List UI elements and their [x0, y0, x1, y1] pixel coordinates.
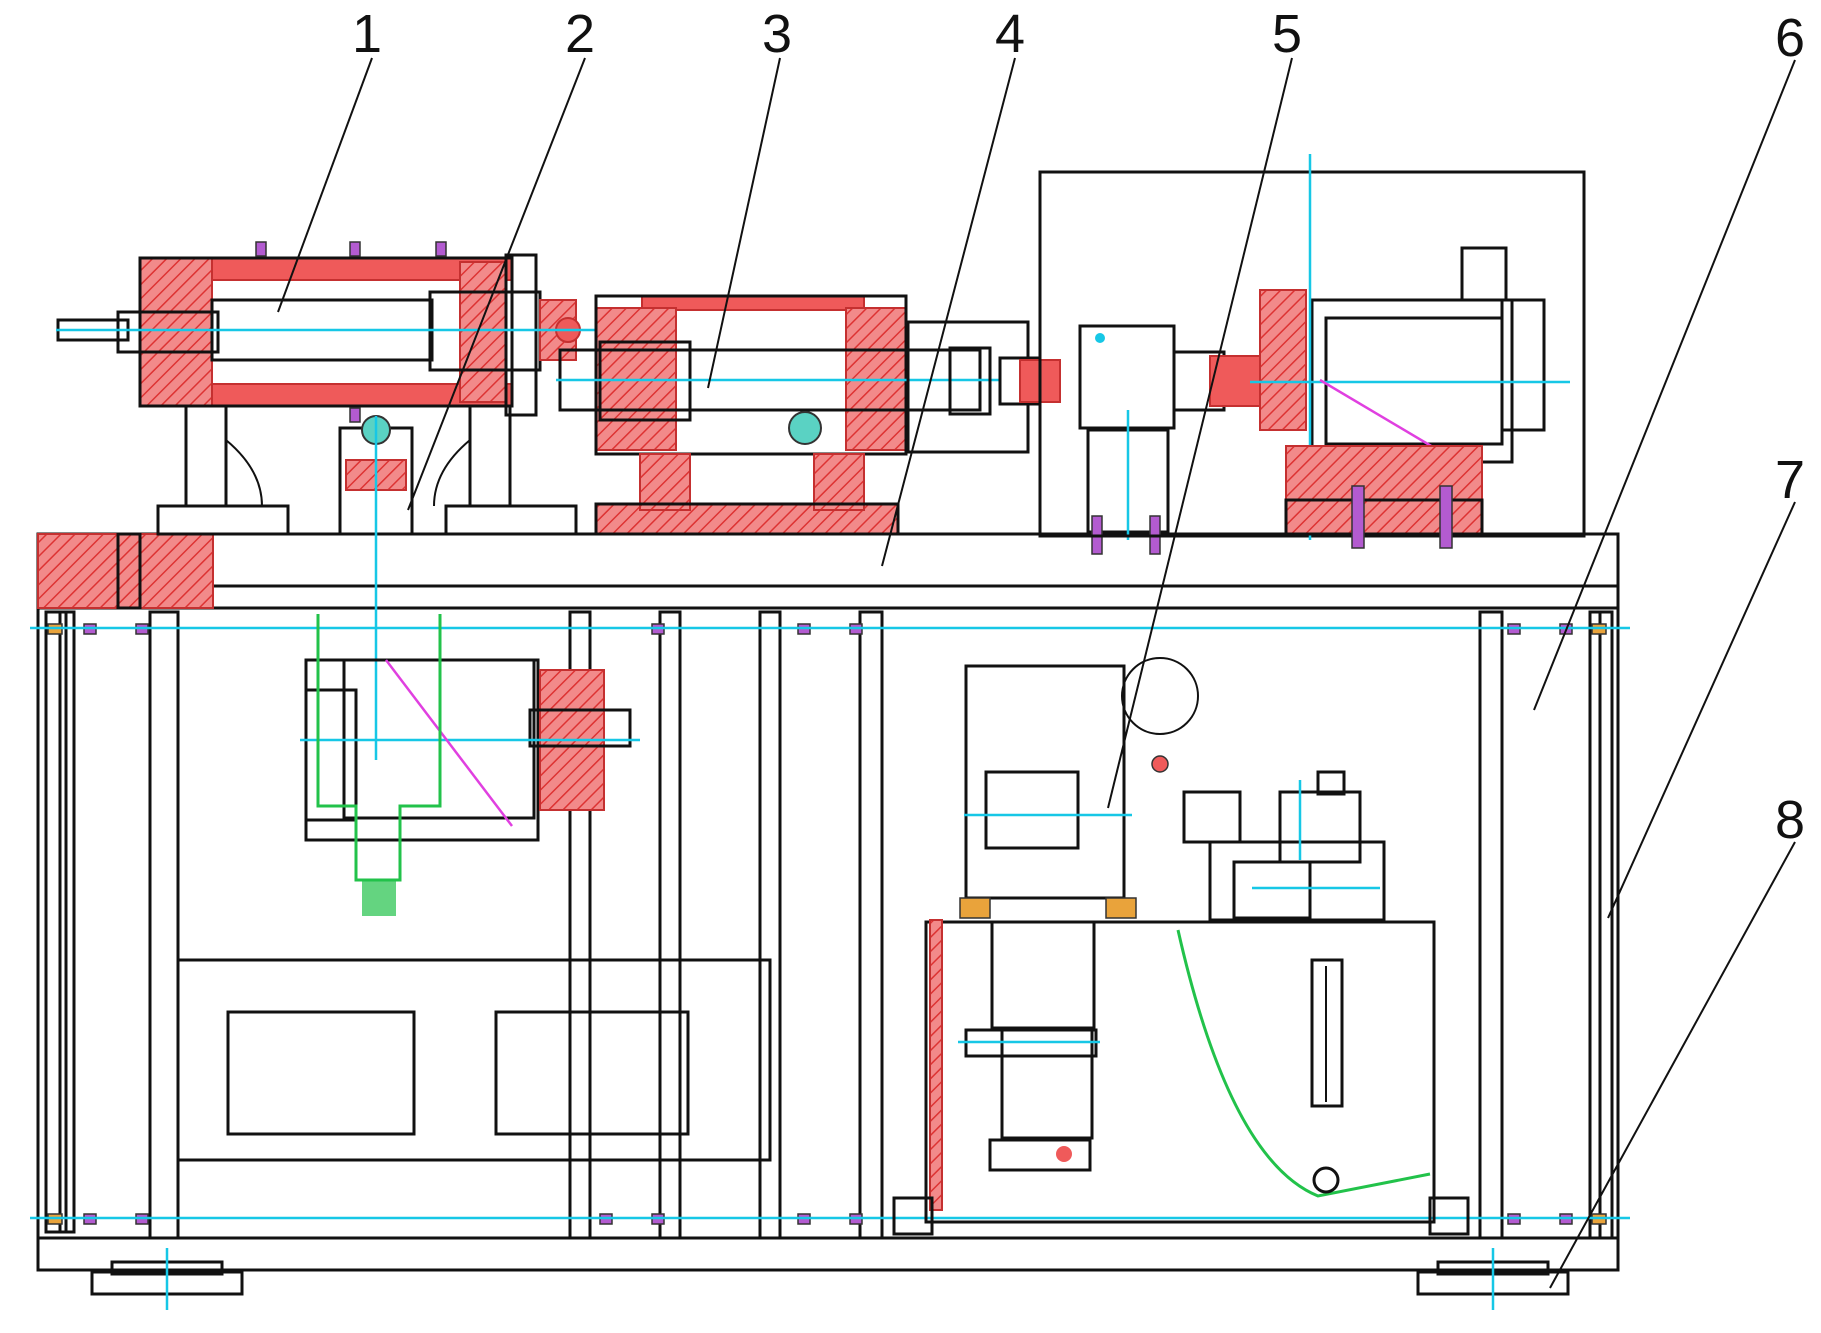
- callout-7: 7: [1775, 450, 1805, 510]
- callout-3: 3: [762, 4, 792, 64]
- hydraulic-unit: [892, 657, 1470, 1236]
- top-plate: [36, 532, 1620, 610]
- drive-motor-upper: [1038, 154, 1586, 549]
- base-frame: [36, 606, 1620, 1272]
- callout-4: 4: [995, 4, 1025, 64]
- callout-labels: 1 2 3 4 5 6 7 8: [352, 4, 1805, 850]
- callout-8: 8: [1775, 790, 1805, 850]
- callout-2: 2: [565, 4, 595, 64]
- clamp-support: [338, 415, 414, 760]
- gear-housing: [556, 294, 1000, 536]
- leveling-feet: [90, 1248, 1570, 1310]
- callout-1: 1: [352, 4, 382, 64]
- leader-lines: [277, 57, 1796, 1289]
- frame-bolts: [30, 623, 1630, 1225]
- coupling-and-torque-sensor: [906, 320, 1263, 555]
- spindle-housing: [56, 241, 600, 536]
- callout-5: 5: [1272, 4, 1302, 64]
- drive-motor-lower: [300, 614, 640, 916]
- callout-6: 6: [1775, 8, 1805, 68]
